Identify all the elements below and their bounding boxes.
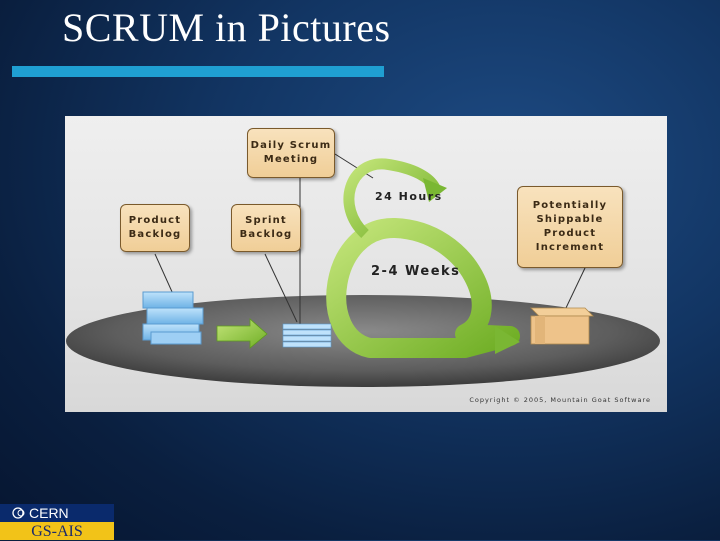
sprint-backlog-sheets (282, 323, 332, 348)
logo-group-name: GS-AIS (0, 522, 114, 540)
pointer-increment (564, 267, 586, 311)
logo-cern-row: CERN (0, 504, 114, 522)
sprint-cycle-arrow (326, 217, 520, 358)
sprint-cycle-arrowhead (495, 326, 520, 354)
product-backlog-stack (142, 291, 204, 345)
logo-cern-text: CERN (29, 505, 69, 521)
product-increment-box (530, 307, 594, 345)
label-24-hours: 24 Hours (375, 190, 443, 203)
daily-cycle-arrowhead (423, 178, 447, 202)
cern-logo: CERN GS-AIS (0, 504, 114, 540)
note-product-increment: Potentially Shippable Product Increment (517, 186, 623, 268)
note-product-backlog: Product Backlog (120, 204, 190, 252)
slide-title: SCRUM in Pictures (62, 5, 391, 50)
copyright-note: Copyright © 2005, Mountain Goat Software (469, 396, 651, 404)
pointer-daily-scrum-cycle (334, 153, 374, 179)
title-underline-bar (12, 66, 384, 77)
scrum-diagram-graphic (66, 153, 660, 387)
scrum-diagram: Daily Scrum Meeting Product Backlog Spri… (65, 116, 667, 412)
note-daily-scrum-meeting: Daily Scrum Meeting (247, 128, 335, 178)
pointer-product-backlog (154, 253, 174, 295)
cern-ring-icon (12, 507, 25, 519)
daily-cycle-arrow (343, 158, 440, 239)
selection-arrow (216, 318, 268, 349)
note-sprint-backlog: Sprint Backlog (231, 204, 301, 252)
label-2-4-weeks: 2-4 Weeks (371, 264, 461, 279)
pointer-sprint-backlog (264, 253, 298, 323)
